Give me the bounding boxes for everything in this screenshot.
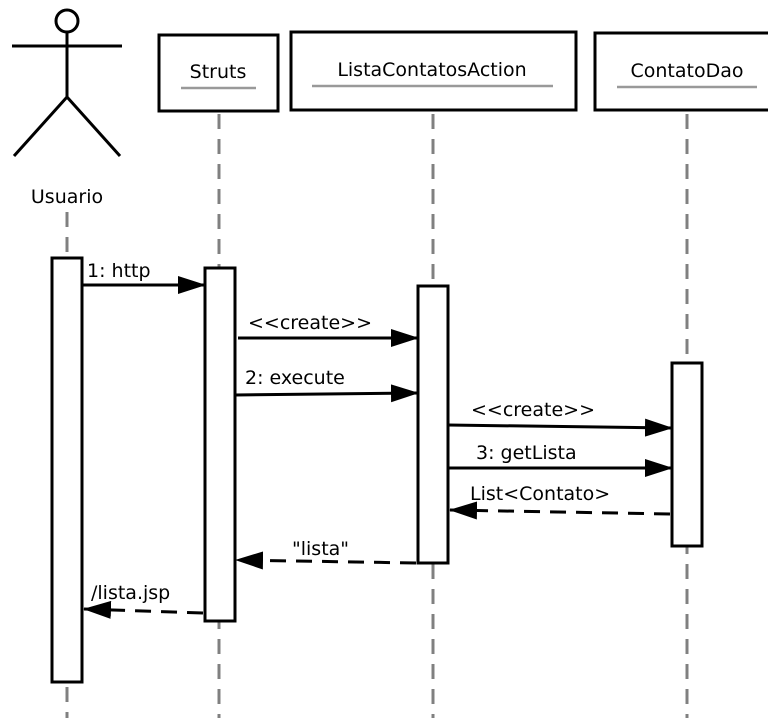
participant-action-label: ListaContatosAction	[337, 59, 526, 81]
participant-struts-label: Struts	[190, 61, 247, 83]
message-label-execute: 2: execute	[245, 367, 345, 389]
participant-dao: ContatoDao	[593, 31, 768, 112]
return-label-lista-jsp: /lista.jsp	[91, 582, 170, 604]
return-arrow-lista	[235, 551, 417, 570]
actor-icon	[12, 8, 122, 158]
message-label-create-action: <<create>>	[248, 312, 372, 334]
participant-struts: Struts	[157, 33, 280, 113]
return-arrow-list-contato	[449, 501, 671, 520]
actor-label: Usuario	[31, 186, 103, 208]
activation-action	[416, 284, 450, 565]
message-arrow-execute	[234, 384, 419, 403]
participant-action: ListaContatosAction	[289, 30, 578, 112]
message-label-http: 1: http	[87, 260, 151, 282]
return-arrow-lista-jsp	[83, 600, 204, 619]
return-label-list-contato: List<Contato>	[470, 483, 610, 505]
participant-dao-label: ContatoDao	[631, 60, 744, 82]
activation-dao	[670, 361, 704, 548]
message-label-create-dao: <<create>>	[471, 399, 595, 421]
return-label-lista: "lista"	[292, 538, 349, 560]
message-label-getlista: 3: getLista	[476, 442, 577, 464]
message-arrow-create-dao	[447, 418, 673, 437]
activation-usuario	[50, 256, 84, 684]
activation-struts	[203, 266, 237, 623]
